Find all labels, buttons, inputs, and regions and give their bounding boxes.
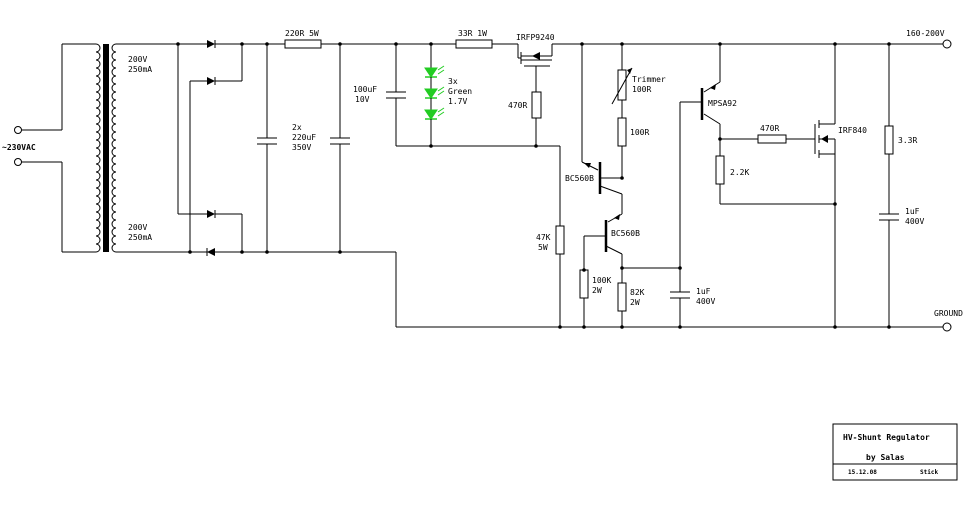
mosfet-irf840-label: IRF840 (838, 126, 867, 135)
resistor-47k (555, 225, 565, 255)
output-terminal (942, 39, 952, 49)
diode-3 (207, 210, 215, 218)
resistor-82k-watt: 2W (630, 298, 640, 307)
capacitor-1uf-a-group: 1uF 400V (670, 268, 715, 327)
ac-input: ~230VAC (2, 44, 63, 252)
capacitor-1uf-b-label: 1uF (905, 207, 920, 216)
resistor-470r-a-label: 470R (508, 101, 527, 110)
led-qty-label: 3x (448, 77, 458, 86)
capacitor-1uf-a-label: 1uF (696, 287, 711, 296)
output-voltage-label: 160-200V (906, 29, 945, 38)
mosfet-irf840: IRF840 (814, 44, 867, 327)
title-block-date: 15.12.08 (848, 469, 877, 476)
capacitor-1uf-b-voltage: 400V (905, 217, 924, 226)
transistor-mpsa92: MPSA92 (679, 44, 758, 268)
title-block-title: HV-Shunt Regulator (843, 433, 930, 442)
resistor-47k-watt: 5W (538, 243, 548, 252)
ac-input-label: ~230VAC (2, 143, 36, 152)
diode-2 (207, 77, 215, 85)
trimmer-label: Trimmer (632, 75, 666, 84)
resistor-82k-group: 82K 2W (617, 268, 645, 327)
cap-qty-label: 2x (292, 123, 302, 132)
bridge-rectifier (176, 40, 396, 256)
filter-section: 220R 5W 2x 220uF 350V (257, 29, 456, 254)
cap-voltage-label: 350V (292, 143, 311, 152)
primary-winding (95, 43, 101, 253)
ac-terminal-bottom (14, 158, 22, 166)
cap-100uf-voltage: 10V (355, 95, 370, 104)
transformer: 200V 250mA 200V 250mA (62, 43, 195, 253)
ground-terminal (942, 322, 952, 332)
resistor-82k-label: 82K (630, 288, 645, 297)
led-2 (424, 86, 445, 99)
secondary-top-current: 250mA (128, 65, 152, 74)
transistor-bc560b-bottom: BC560B (584, 213, 682, 270)
secondary-winding-top (111, 43, 117, 149)
led-1 (424, 65, 445, 78)
resistor-100k-label: 100K (592, 276, 611, 285)
resistor-3r3-label: 3.3R (898, 136, 917, 145)
output-snubber: 3.3R 1uF 400V (879, 44, 924, 327)
transformer-core (103, 44, 109, 252)
secondary-bottom-voltage: 200V (128, 223, 147, 232)
led-color-label: Green (448, 87, 472, 96)
resistor-100r-label: 100R (630, 128, 649, 137)
transistor-bc560b-bottom-label: BC560B (611, 229, 640, 238)
resistor-100r (617, 117, 627, 147)
resistor-100k (579, 269, 589, 299)
resistor-100k-watt: 2W (592, 286, 602, 295)
resistor-470r-a (531, 91, 542, 119)
resistor-47k-group: 47K 5W (536, 146, 565, 327)
resistor-47k-label: 47K (536, 233, 551, 242)
trimmer-group: Trimmer 100R 100R (611, 44, 666, 178)
title-block: HV-Shunt Regulator by Salas 15.12.08 Sti… (832, 423, 958, 481)
resistor-2k2 (715, 155, 725, 185)
capacitor-1uf-a-voltage: 400V (696, 297, 715, 306)
resistor-220r-label: 220R 5W (285, 29, 319, 38)
title-block-signature: Stick (920, 469, 938, 476)
ccs-section: 33R 1W IRFP9240 470R (455, 29, 582, 146)
mosfet-irfp9240-label: IRFP9240 (516, 33, 555, 42)
trimmer-value: 100R (632, 85, 651, 94)
reference-section: 100uF 10V 3x Green 1.7V (353, 42, 560, 148)
resistor-100k-group: 100K 2W (579, 236, 611, 327)
gate-network: 470R 2.2K (715, 124, 837, 206)
transistor-mpsa92-label: MPSA92 (708, 99, 737, 108)
cap-value-label: 220uF (292, 133, 316, 142)
ground-label: GROUND (934, 309, 963, 318)
resistor-33r-label: 33R 1W (458, 29, 487, 38)
resistor-470r-b (757, 134, 787, 144)
resistor-33r (455, 39, 493, 49)
resistor-82k (617, 282, 627, 312)
led-voltage-label: 1.7V (448, 97, 467, 106)
resistor-470r-b-label: 470R (760, 124, 779, 133)
resistor-220r (284, 39, 322, 49)
ac-terminal-top (14, 126, 22, 134)
title-block-author: by Salas (866, 453, 905, 462)
cap-100uf-label: 100uF (353, 85, 377, 94)
secondary-bottom-current: 250mA (128, 233, 152, 242)
resistor-3r3 (884, 125, 894, 155)
secondary-winding-bottom (111, 147, 117, 253)
mosfet-irfp9240 (517, 43, 582, 92)
transistor-bc560b-top: BC560B (565, 44, 624, 214)
led-3 (424, 107, 445, 120)
secondary-top-voltage: 200V (128, 55, 147, 64)
diode-4 (207, 248, 215, 256)
transistor-bc560b-top-label: BC560B (565, 174, 594, 183)
resistor-2k2-label: 2.2K (730, 168, 749, 177)
diode-1 (207, 40, 215, 48)
